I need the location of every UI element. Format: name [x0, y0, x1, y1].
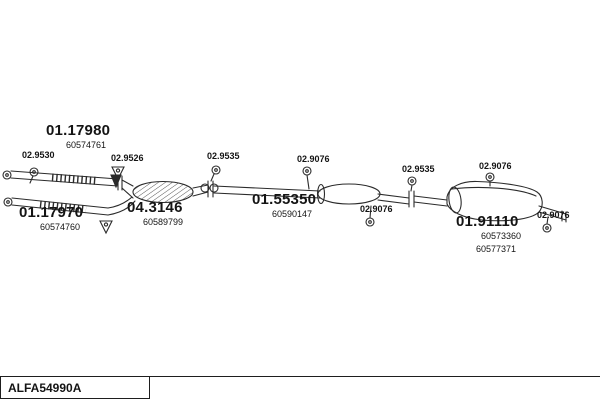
part-number-label: 01.17970: [19, 204, 84, 221]
rubber-hanger-icon: [99, 220, 113, 235]
part-code-label: 60573360: [481, 231, 522, 241]
part-code-label: 60589799: [143, 217, 184, 227]
fitting-label: 02.9076: [297, 154, 330, 164]
part-code-label: 60574760: [40, 222, 81, 232]
fitting-label: 02.9076: [360, 204, 393, 214]
fitting-label: 02.9076: [537, 210, 570, 220]
diagram-code-box: ALFA54990A: [0, 376, 150, 399]
part-number-label: 01.91110: [456, 213, 519, 230]
gasket-ring-icon: [542, 216, 552, 233]
gasket-ring-icon: [302, 166, 312, 190]
gasket-ring-icon: [407, 176, 417, 192]
fitting-label: 02.9535: [207, 151, 240, 161]
footer-rule: [0, 376, 600, 377]
rear-muffler: [446, 180, 543, 222]
catalytic-converter: [121, 179, 209, 204]
part-number-label: 01.55350: [252, 191, 317, 208]
cat-outlet-flange: [200, 180, 219, 198]
fitting-label: 02.9526: [111, 153, 144, 163]
gasket-ring-icon: [210, 165, 221, 182]
front-pipe-lower: [3, 196, 136, 216]
gasket-ring-icon: [365, 205, 375, 227]
diagram-code: ALFA54990A: [8, 380, 82, 395]
center-pipe: [213, 185, 321, 199]
fitting-label: 02.9535: [402, 164, 435, 174]
rubber-hanger-icon: [111, 166, 125, 181]
fitting-label: 02.9530: [22, 150, 55, 160]
center-muffler: [316, 183, 410, 205]
part-number-label: 01.17980: [46, 122, 111, 139]
front-pipe-upper: [2, 170, 123, 191]
gasket-ring-icon: [485, 172, 495, 187]
tailpipe: [538, 205, 567, 223]
part-code-label: 60590147: [272, 209, 313, 219]
gasket-ring-icon: [29, 167, 39, 184]
part-code-label: 60577371: [476, 244, 517, 254]
part-number-label: 04.3146: [127, 199, 183, 216]
rubber-hanger-icon: [110, 174, 122, 189]
fitting-label: 02.9076: [479, 161, 512, 171]
rear-flange: [408, 190, 448, 208]
part-code-label: 60574761: [66, 140, 107, 150]
